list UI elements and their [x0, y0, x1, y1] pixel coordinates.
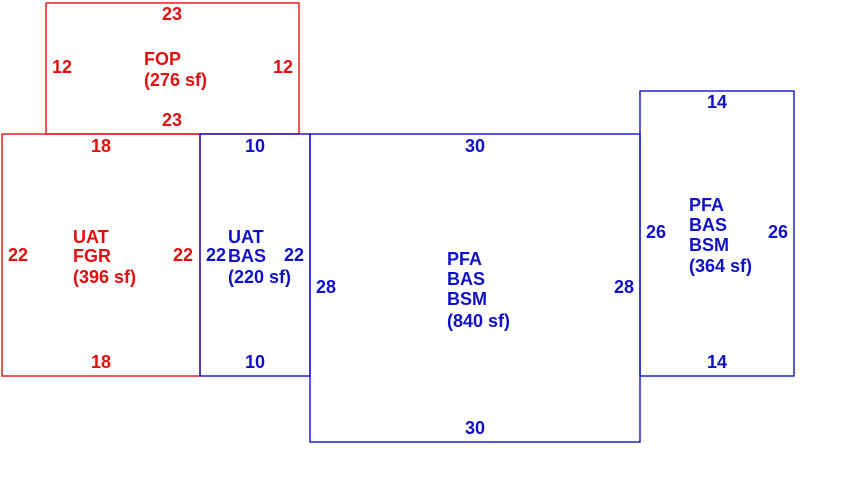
uat-bas-dim-top: 10 [245, 136, 265, 156]
pfa-right-label-line-2: BAS [689, 215, 727, 235]
fop-dim-left: 12 [52, 57, 72, 77]
pfa-right-label-line-3: BSM [689, 235, 729, 255]
pfa-right-dim-bottom: 14 [707, 352, 727, 372]
pfa-right-outline [639, 90, 795, 377]
uat-bas-label-line-2: BAS [228, 246, 266, 266]
uat-bas-dim-bottom: 10 [245, 352, 265, 372]
uat-bas-label-area: (220 sf) [228, 267, 291, 287]
pfa-right-dim-left: 26 [646, 222, 666, 242]
uat-fgr-dim-top: 18 [91, 136, 111, 156]
fop-label-area: (276 sf) [144, 70, 207, 90]
uat-fgr-label-area: (396 sf) [73, 267, 136, 287]
fop-dim-right: 12 [273, 57, 293, 77]
pfa-right-dim-top: 14 [707, 92, 727, 112]
pfa-main-dim-bottom: 30 [465, 418, 485, 438]
uat-fgr-dim-right: 22 [173, 245, 193, 265]
pfa-main-label-line-2: BAS [447, 269, 485, 289]
fop-label-line-1: FOP [144, 49, 181, 69]
uat-bas-dim-left: 22 [206, 245, 226, 265]
uat-bas-label-line-1: UAT [228, 227, 264, 247]
pfa-right-label-area: (364 sf) [689, 256, 752, 276]
pfa-main-label-line-1: PFA [447, 249, 482, 269]
pfa-right-label-line-1: PFA [689, 195, 724, 215]
uat-fgr-dim-left: 22 [8, 245, 28, 265]
uat-fgr-label-line-2: FGR [73, 246, 111, 266]
pfa-right-dim-right: 26 [768, 222, 788, 242]
pfa-main-label-area: (840 sf) [447, 311, 510, 331]
uat-fgr-label-line-1: UAT [73, 227, 109, 247]
fop-dim-top: 23 [162, 4, 182, 24]
pfa-main-dim-top: 30 [465, 136, 485, 156]
uat-bas-dim-right: 22 [284, 245, 304, 265]
pfa-main-dim-left: 28 [316, 277, 336, 297]
uat-fgr-dim-bottom: 18 [91, 352, 111, 372]
fop-dim-bottom: 23 [162, 110, 182, 130]
pfa-main-label-line-3: BSM [447, 289, 487, 309]
pfa-main-dim-right: 28 [614, 277, 634, 297]
